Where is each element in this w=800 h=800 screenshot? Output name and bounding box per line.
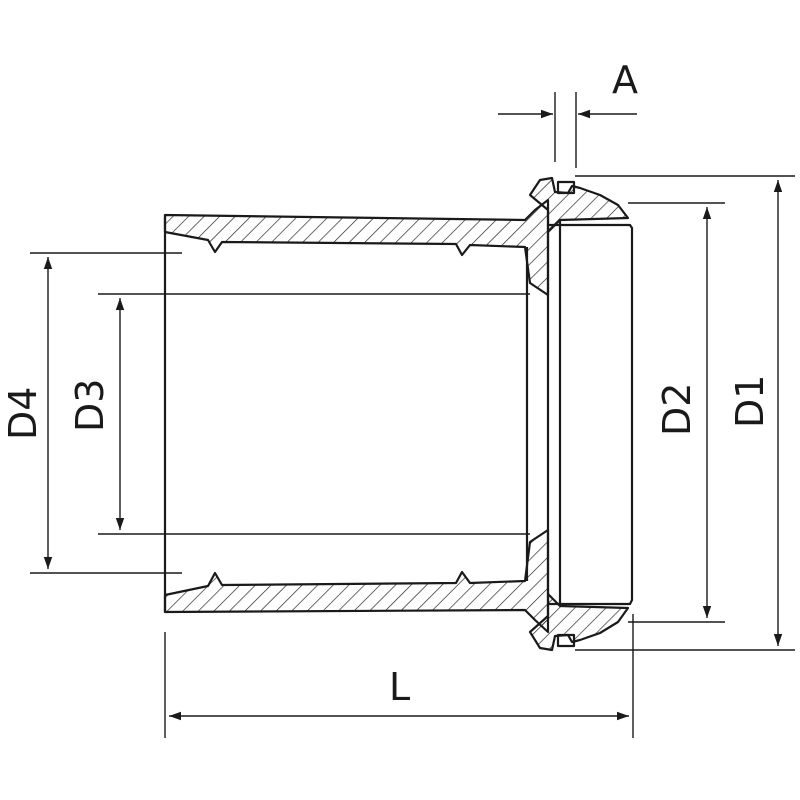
label-A: A [612,58,638,102]
lower-flange-section [528,592,630,652]
lower-wall-section [163,528,550,634]
label-L: L [389,665,410,709]
label-D2: D2 [655,383,699,436]
label-D3: D3 [68,379,112,432]
bore-outline [163,215,634,612]
label-D4: D4 [1,387,45,440]
label-D1: D1 [728,375,772,428]
extension-lines [30,92,795,738]
upper-wall-section [163,198,550,297]
upper-flange-section [528,176,630,234]
